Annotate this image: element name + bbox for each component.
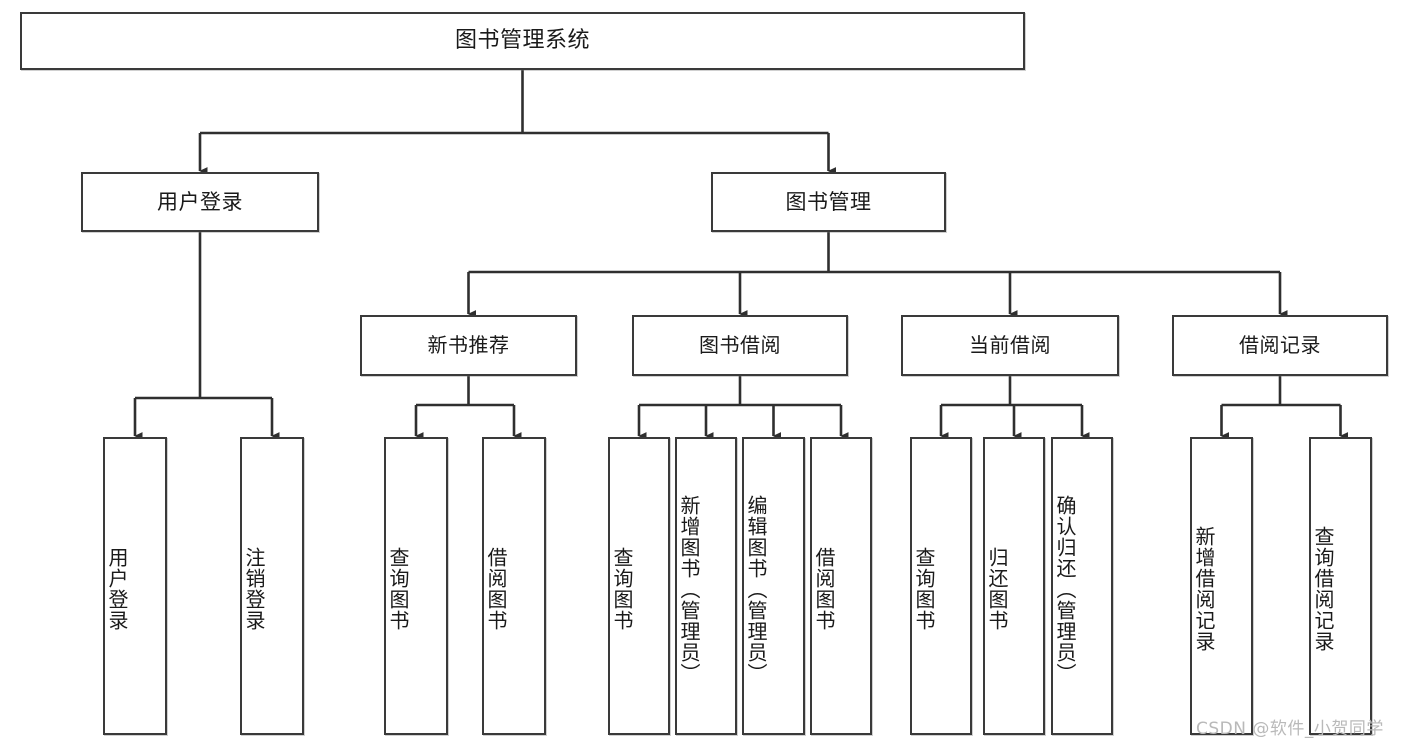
node-leaf-re-query[interactable]: 查询借阅记录: [1309, 437, 1372, 735]
node-leaf-user-logout[interactable]: 注销登录: [240, 437, 304, 735]
node-label-root: 图书管理系统: [454, 28, 590, 54]
node-borrow[interactable]: 图书借阅: [632, 315, 848, 376]
node-leaf-cu-confirm[interactable]: 确认归还（管理员）: [1051, 437, 1113, 735]
node-label-leaf-bo-edit: 编辑图书（管理员）: [744, 494, 768, 684]
node-label-current: 当前借阅: [969, 333, 1051, 357]
node-label-leaf-nb-borrow: 借阅图书: [484, 547, 508, 631]
node-leaf-nb-borrow[interactable]: 借阅图书: [482, 437, 546, 735]
node-label-leaf-bo-add: 新增图书（管理员）: [677, 494, 701, 684]
node-label-leaf-cu-query: 查询图书: [912, 547, 936, 631]
node-bookmgmt[interactable]: 图书管理: [711, 172, 946, 232]
node-leaf-bo-edit[interactable]: 编辑图书（管理员）: [742, 437, 805, 735]
node-leaf-re-add[interactable]: 新增借阅记录: [1190, 437, 1253, 735]
node-leaf-nb-query[interactable]: 查询图书: [384, 437, 448, 735]
connector-lines: [133, 70, 1349, 440]
node-label-leaf-nb-query: 查询图书: [386, 547, 410, 631]
node-leaf-bo-query[interactable]: 查询图书: [608, 437, 670, 735]
node-records[interactable]: 借阅记录: [1172, 315, 1388, 376]
node-root[interactable]: 图书管理系统: [20, 12, 1025, 70]
node-label-borrow: 图书借阅: [699, 333, 781, 357]
node-leaf-cu-return[interactable]: 归还图书: [983, 437, 1045, 735]
node-label-leaf-cu-return: 归还图书: [985, 547, 1009, 631]
csdn-watermark: CSDN @软件_小贺同学: [1196, 719, 1384, 739]
node-leaf-user-login[interactable]: 用户登录: [103, 437, 167, 735]
node-label-leaf-user-login: 用户登录: [105, 547, 129, 631]
node-leaf-bo-add[interactable]: 新增图书（管理员）: [675, 437, 737, 735]
node-label-leaf-re-query: 查询借阅记录: [1311, 526, 1335, 652]
node-label-leaf-bo-query: 查询图书: [610, 547, 634, 631]
node-label-leaf-user-logout: 注销登录: [242, 547, 266, 631]
node-label-newbook: 新书推荐: [427, 333, 510, 357]
node-label-leaf-re-add: 新增借阅记录: [1192, 526, 1216, 652]
node-label-leaf-bo-borrow: 借阅图书: [812, 547, 836, 631]
node-label-login: 用户登录: [157, 189, 243, 214]
node-label-bookmgmt: 图书管理: [785, 189, 872, 214]
node-label-leaf-cu-confirm: 确认归还（管理员）: [1053, 494, 1077, 684]
node-newbook[interactable]: 新书推荐: [360, 315, 577, 376]
node-label-records: 借阅记录: [1239, 333, 1321, 357]
node-login[interactable]: 用户登录: [81, 172, 319, 232]
node-leaf-bo-borrow[interactable]: 借阅图书: [810, 437, 872, 735]
node-leaf-cu-query[interactable]: 查询图书: [910, 437, 972, 735]
node-current[interactable]: 当前借阅: [901, 315, 1119, 376]
